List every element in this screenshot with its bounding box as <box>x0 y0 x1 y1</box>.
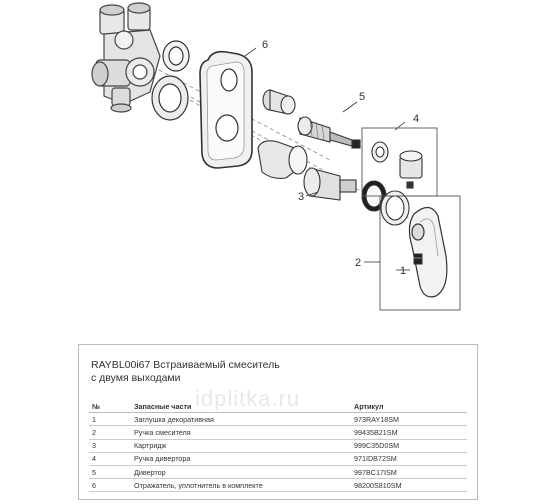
row-name: Отражатель, уплотнитель в комплекте <box>131 478 351 493</box>
callout-4: 4 <box>413 113 419 125</box>
callout-leaders <box>244 47 410 271</box>
callout-6: 6 <box>262 39 268 51</box>
row-sku: 99435B21SM <box>351 425 467 440</box>
callout-2: 2 <box>355 257 361 269</box>
product-title-line-2: с двумя выходами <box>91 372 181 384</box>
row-name: Дивертор <box>131 465 351 480</box>
callout-1: 1 <box>400 265 406 277</box>
table-header-row: № Запасные части Артикул <box>89 400 467 414</box>
row-sku: 999C35D0SM <box>351 439 467 453</box>
row-num: 1 <box>89 412 131 427</box>
valve-body <box>91 2 161 113</box>
part-5-diverter <box>262 89 361 149</box>
exploded-view-diagram: 1 2 3 4 5 6 <box>91 2 461 311</box>
callout-3: 3 <box>298 191 304 203</box>
row-sku: 971IDB72SM <box>351 452 467 466</box>
part-1-decorative-plug <box>413 253 423 265</box>
row-num: 6 <box>89 478 131 493</box>
row-name: Ручка смесителя <box>131 425 351 440</box>
row-name: Картридж <box>131 439 351 453</box>
header-num: № <box>89 400 131 414</box>
row-num: 5 <box>89 465 131 480</box>
row-num: 3 <box>89 439 131 453</box>
spare-parts-table: № Запасные части Артикул 1 Заглушка деко… <box>89 400 467 493</box>
row-sku: 973RAY18SM <box>351 412 467 427</box>
part-2-mixer-handle <box>408 206 448 298</box>
part-2-frame <box>379 195 461 311</box>
part-4-diverter-handle <box>371 141 423 189</box>
table-row: 5 Дивертор 997BC17ISM <box>89 465 467 480</box>
row-num: 2 <box>89 425 131 440</box>
spare-parts-panel: RAYBL00i67 Встраиваемый смеситель с двум… <box>78 344 478 500</box>
product-title: RAYBL00i67 Встраиваемый смеситель с двум… <box>91 359 341 385</box>
table-row: 3 Картридж 999C35D0SM <box>89 439 467 453</box>
table-row: 6 Отражатель, уплотнитель в комплекте 98… <box>89 478 467 493</box>
row-sku: 997BC17ISM <box>351 465 467 480</box>
table-row: 4 Ручка дивертора 971IDB72SM <box>89 452 467 466</box>
row-sku: 98200S810SM <box>351 478 467 493</box>
header-sku: Артикул <box>351 400 467 414</box>
callout-5: 5 <box>359 91 365 103</box>
header-name: Запасные части <box>131 400 351 414</box>
row-num: 4 <box>89 452 131 466</box>
table-row: 2 Ручка смесителя 99435B21SM <box>89 425 467 440</box>
row-name: Ручка дивертора <box>131 452 351 466</box>
row-name: Заглушка декоративная <box>131 412 351 427</box>
part-6-cover-plate-and-gaskets <box>151 40 253 169</box>
product-title-line-1: RAYBL00i67 Встраиваемый смеситель <box>91 359 280 371</box>
table-row: 1 Заглушка декоративная 973RAY18SM <box>89 412 467 427</box>
